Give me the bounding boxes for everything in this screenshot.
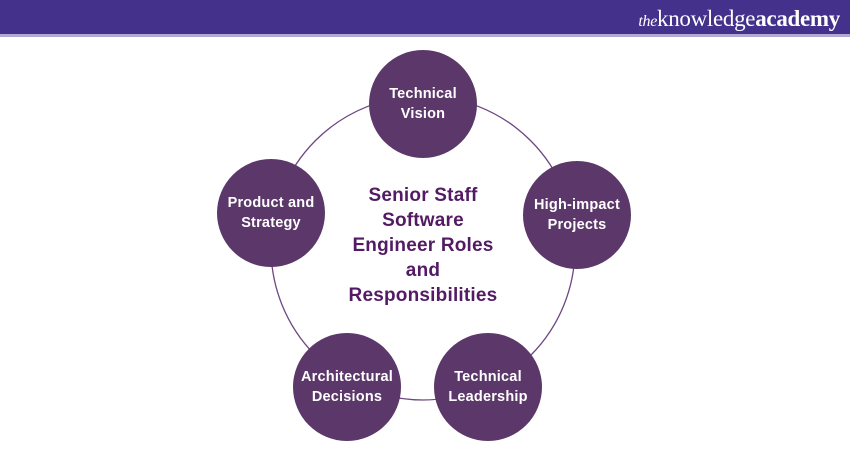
diagram-canvas: Technical Vision Product and Strategy Hi… (0, 37, 850, 450)
node-label: Technical Vision (389, 86, 457, 122)
node-label: Technical Leadership (448, 369, 528, 405)
node-architectural-decisions: Architectural Decisions (293, 333, 401, 441)
logo-part-the: the (638, 13, 657, 30)
node-label: Product and Strategy (227, 195, 315, 231)
node-technical-vision: Technical Vision (369, 50, 477, 158)
title-line: and (405, 260, 441, 281)
title-line: Software (382, 210, 464, 231)
node-label: High-impact Projects (534, 197, 620, 233)
node-label: Architectural Decisions (300, 369, 394, 405)
title-line: Responsibilities (348, 285, 498, 306)
center-title: Senior Staff Software Engineer Roles and… (323, 183, 523, 308)
logo-part-academy: academy (755, 6, 840, 31)
node-high-impact-projects: High-impact Projects (523, 161, 631, 269)
node-product-and-strategy: Product and Strategy (217, 159, 325, 267)
node-technical-leadership: Technical Leadership (434, 333, 542, 441)
title-line: Engineer Roles (352, 235, 494, 256)
title-line: Senior Staff (368, 185, 478, 206)
logo-part-knowledge: knowledge (657, 6, 756, 31)
